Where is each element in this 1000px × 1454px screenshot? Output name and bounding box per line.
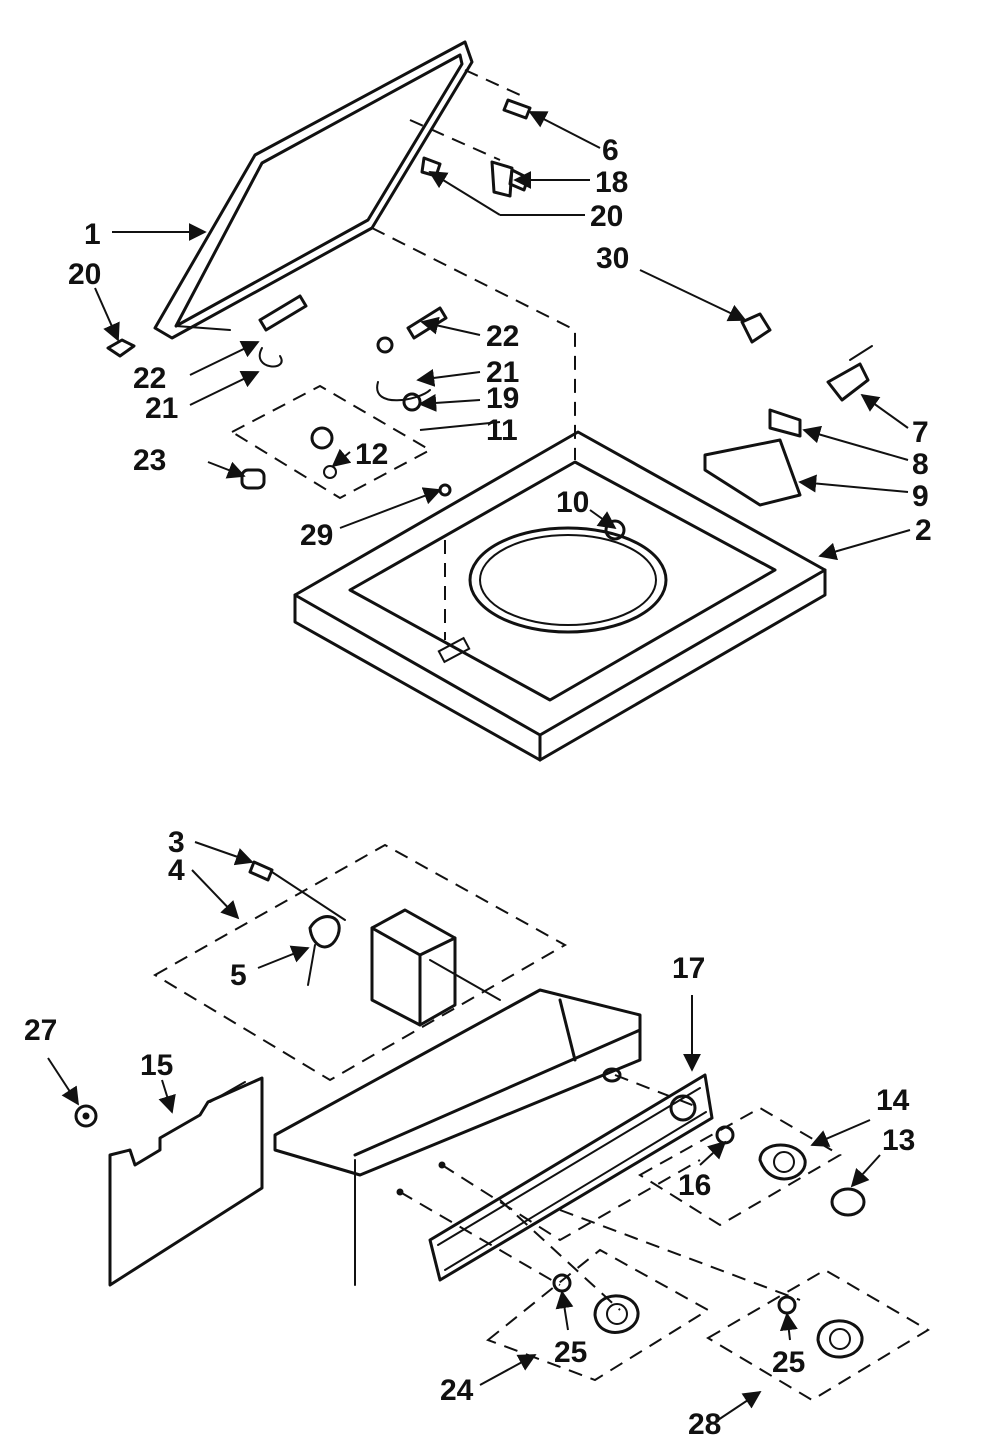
callout-27: 27 bbox=[24, 1014, 57, 1047]
console-part bbox=[273, 988, 642, 1286]
callout-16: 16 bbox=[678, 1169, 711, 1202]
callout-17: 17 bbox=[672, 952, 705, 985]
callout-22-right: 22 bbox=[486, 320, 519, 353]
callout-14: 14 bbox=[876, 1084, 910, 1117]
callout-28: 28 bbox=[688, 1408, 721, 1441]
callout-4: 4 bbox=[168, 854, 185, 887]
callout-9: 9 bbox=[912, 480, 929, 513]
callout-15: 15 bbox=[140, 1049, 173, 1082]
callout-29: 29 bbox=[300, 519, 333, 552]
callout-10: 10 bbox=[556, 486, 589, 519]
callout-12: 12 bbox=[355, 438, 388, 471]
callout-3: 3 bbox=[168, 826, 185, 859]
callout-18: 18 bbox=[595, 166, 628, 199]
callout-1: 1 bbox=[84, 218, 101, 251]
callout-20-left: 20 bbox=[68, 258, 101, 291]
callout-20-right: 20 bbox=[590, 200, 623, 233]
callout-13: 13 bbox=[882, 1124, 915, 1157]
callout-labels: 1 2 3 4 5 6 7 8 9 10 11 12 13 14 15 16 1… bbox=[24, 134, 932, 1441]
callout-25-right: 25 bbox=[772, 1346, 805, 1379]
callout-6: 6 bbox=[602, 134, 619, 167]
top-panel-part bbox=[293, 430, 827, 762]
callout-25-left: 25 bbox=[554, 1336, 587, 1369]
assembly-guide-lines bbox=[371, 69, 576, 640]
callout-30: 30 bbox=[596, 242, 629, 275]
callout-22-left: 22 bbox=[133, 362, 166, 395]
switch-kit-box bbox=[229, 384, 433, 500]
callout-11: 11 bbox=[486, 414, 518, 447]
lid-part bbox=[153, 40, 474, 340]
timer-part bbox=[248, 860, 501, 1027]
hinge-parts bbox=[106, 98, 873, 541]
callout-23: 23 bbox=[133, 444, 166, 477]
back-panel-part bbox=[108, 1076, 264, 1287]
callout-21-left: 21 bbox=[145, 392, 178, 425]
callout-2: 2 bbox=[915, 514, 932, 547]
callout-8: 8 bbox=[912, 448, 929, 481]
callout-21-right: 21 bbox=[486, 356, 519, 389]
timer-kit-box bbox=[153, 843, 568, 1082]
callout-19: 19 bbox=[486, 382, 519, 415]
callout-24: 24 bbox=[440, 1374, 474, 1407]
callout-5: 5 bbox=[230, 959, 247, 992]
leader-lines bbox=[47, 111, 911, 1421]
bottom-guide-lines bbox=[396, 1074, 801, 1311]
knob-kit-boxes bbox=[486, 1106, 930, 1402]
callout-7: 7 bbox=[912, 416, 929, 449]
